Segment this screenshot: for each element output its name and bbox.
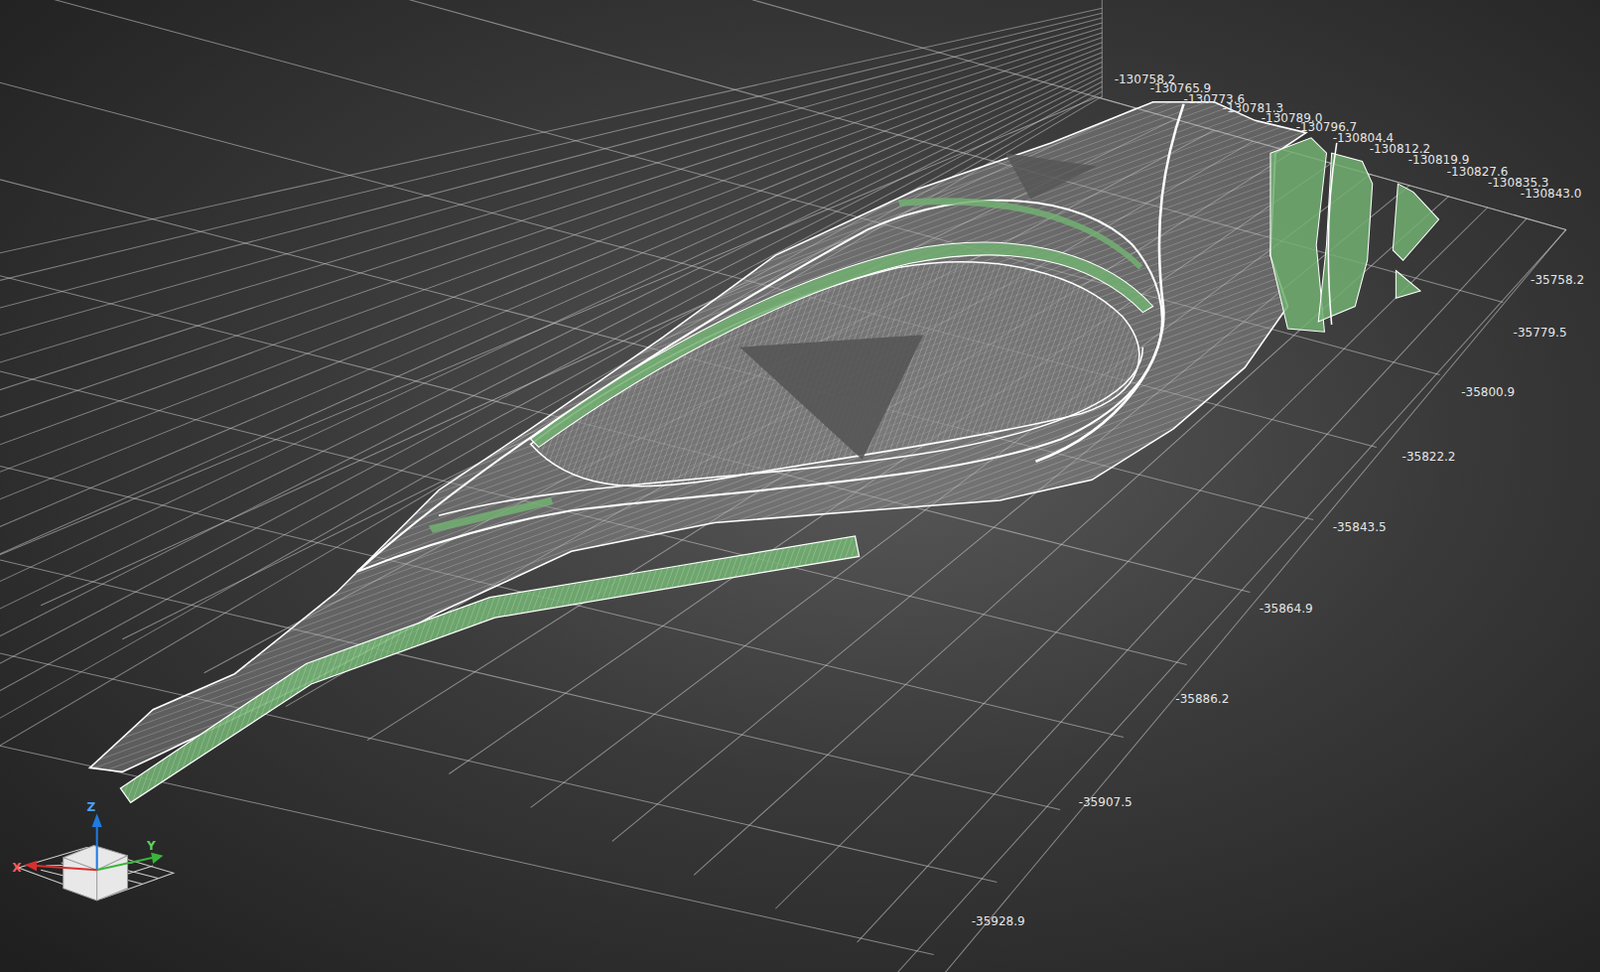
coordinate-label: -35864.9 bbox=[1259, 602, 1314, 615]
coordinate-label: -35779.5 bbox=[1513, 326, 1568, 339]
coordinate-label: -35758.2 bbox=[1530, 273, 1585, 286]
coordinate-label: -130843.0 bbox=[1520, 187, 1583, 200]
coordinate-label: -130827.6 bbox=[1447, 165, 1509, 178]
axis-label: Y bbox=[146, 839, 156, 852]
coordinate-label: -130812.2 bbox=[1369, 142, 1432, 155]
grid-line bbox=[1101, 0, 1103, 98]
axis-label: Z bbox=[86, 800, 96, 813]
coordinate-label: -130835.3 bbox=[1487, 176, 1550, 189]
coordinate-label: -35928.9 bbox=[971, 915, 1026, 928]
coordinate-label: -130804.4 bbox=[1333, 132, 1395, 144]
coordinate-label: -35822.2 bbox=[1402, 450, 1457, 463]
coordinate-label: -35800.9 bbox=[1461, 386, 1515, 399]
coordinate-label: -35886.2 bbox=[1175, 692, 1229, 705]
coordinate-label: -35907.5 bbox=[1078, 796, 1133, 808]
coordinate-label: -130819.9 bbox=[1408, 153, 1470, 166]
coordinate-label: -35843.5 bbox=[1333, 521, 1387, 534]
axis-label: X bbox=[11, 861, 21, 874]
